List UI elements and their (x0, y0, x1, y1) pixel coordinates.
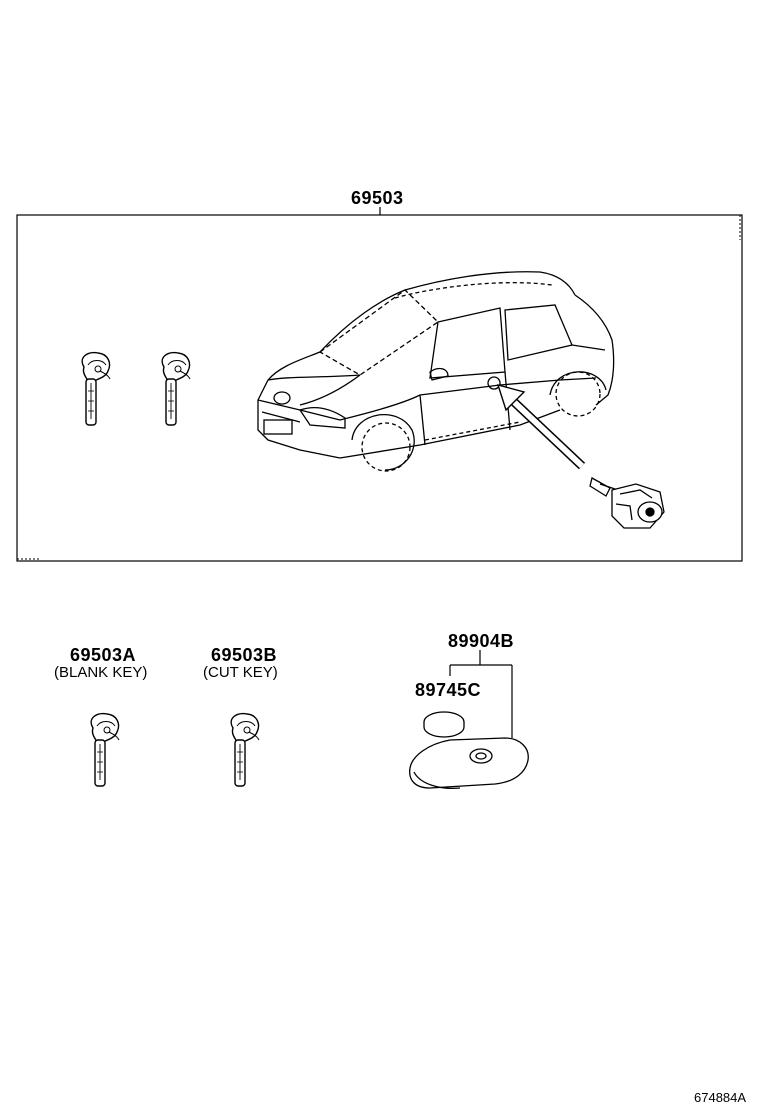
car-illustration (257, 271, 615, 472)
cut-key-note: (CUT KEY) (203, 664, 278, 681)
assembly-key-1 (81, 351, 111, 426)
remote-part-number: 89904B (448, 631, 515, 651)
battery-part-number: 89745C (415, 680, 482, 700)
door-lock-arrow (496, 383, 586, 470)
battery-cell (423, 711, 465, 738)
cut-key-part-number: 69503B (211, 645, 278, 665)
blank-key-part-number: 69503A (70, 645, 137, 665)
remote-transmitter (409, 737, 529, 790)
remote-bracket (449, 650, 513, 738)
door-lock-cylinder (589, 477, 665, 529)
assembly-key-2 (161, 351, 191, 426)
blank-key (90, 712, 120, 787)
figure-reference: 674884A (694, 1090, 747, 1105)
assembly-bracket (16, 207, 743, 562)
blank-key-note: (BLANK KEY) (54, 664, 148, 681)
assembly-part-number: 69503 (351, 188, 404, 208)
cut-key (230, 712, 260, 787)
